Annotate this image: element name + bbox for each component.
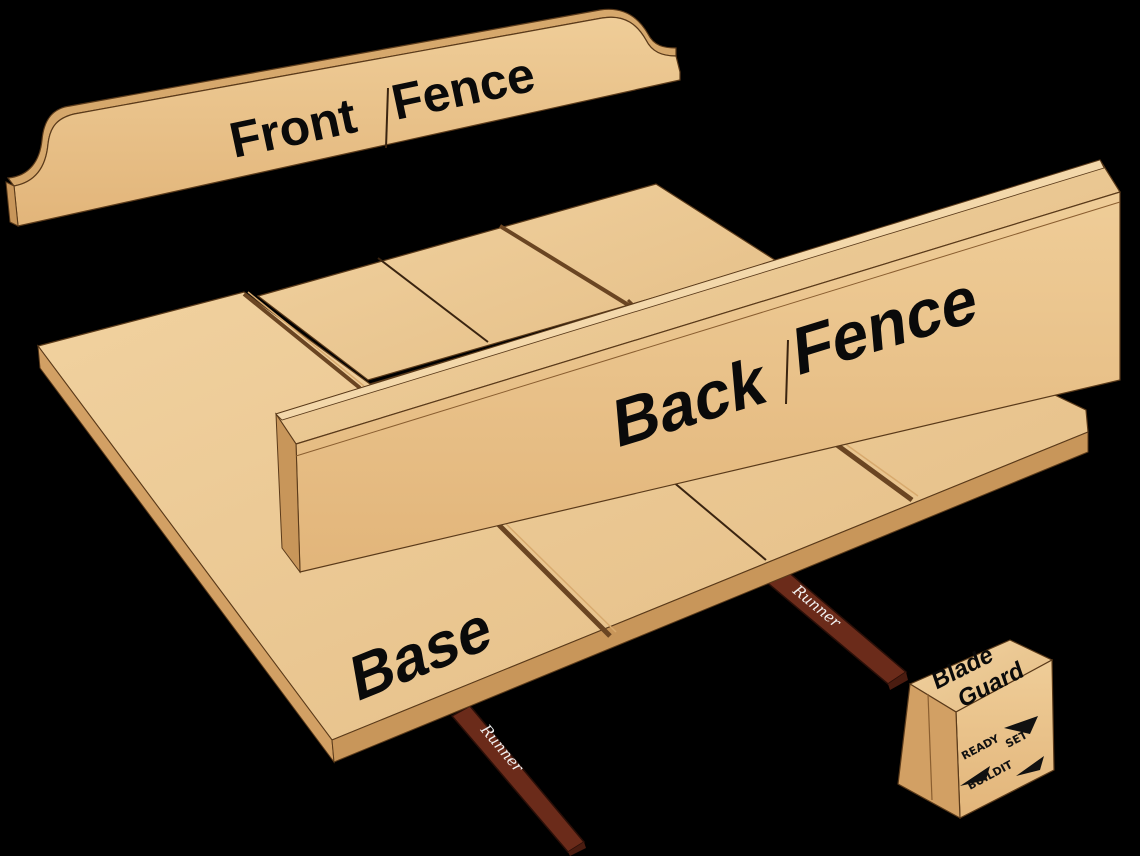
front-fence: Front Fence xyxy=(5,8,681,227)
arrow-right-icon xyxy=(1004,716,1038,734)
arrow-small-icon xyxy=(1016,756,1044,776)
runner-left: Runner xyxy=(450,705,586,856)
runner-right: Runner xyxy=(762,569,908,690)
blade-guard: Blade Guard READY SET BUILDIT xyxy=(897,639,1055,820)
arrow-left-icon xyxy=(960,766,990,786)
back-fence: Back Fence xyxy=(275,159,1121,574)
